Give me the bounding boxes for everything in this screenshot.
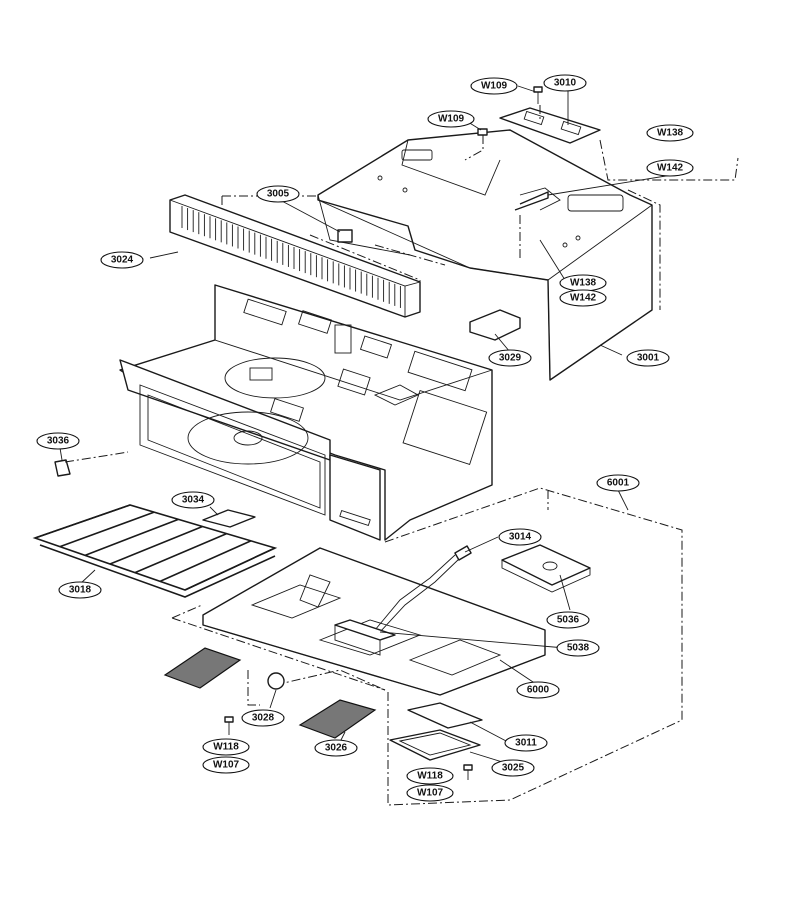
svg-text:6000: 6000 [527, 685, 550, 696]
svg-text:W107: W107 [417, 788, 444, 799]
part-callouts: W109 3010 W109 W138 W142 3005 3024 W138 … [36, 74, 694, 802]
lamp-holder-part [389, 729, 481, 761]
svg-text:3034: 3034 [182, 495, 205, 506]
callout-5036: 5036 [546, 611, 590, 629]
heat-shield-part [501, 544, 591, 593]
top-bracket-part [499, 107, 601, 144]
lamp-part [267, 672, 285, 690]
svg-text:3029: 3029 [499, 353, 522, 364]
latch-part [54, 451, 129, 477]
oven-rack-part [32, 504, 278, 598]
callout-w142-side: W142 [559, 289, 607, 307]
callout-3029: 3029 [488, 349, 532, 367]
callout-5038: 5038 [556, 639, 600, 657]
assembly-line-cabinet [627, 189, 661, 310]
svg-text:W107: W107 [213, 760, 240, 771]
callout-3024: 3024 [100, 251, 144, 269]
callout-3034: 3034 [171, 491, 215, 509]
svg-text:3001: 3001 [637, 353, 660, 364]
screw-w109-top [533, 86, 543, 104]
svg-text:5038: 5038 [567, 643, 590, 654]
screw-w109-left [477, 128, 488, 136]
small-bracket-part [469, 309, 521, 341]
callout-w142-top: W142 [646, 159, 694, 177]
assembly-line-top [599, 139, 739, 181]
assembly-line-filters [247, 669, 386, 706]
callout-w109-left: W109 [427, 110, 475, 128]
callout-w107-right: W107 [406, 784, 454, 802]
svg-text:W142: W142 [570, 293, 597, 304]
callout-w109-top: W109 [470, 77, 518, 95]
svg-text:3018: 3018 [69, 585, 92, 596]
svg-text:6001: 6001 [607, 478, 630, 489]
wire-harness-part [374, 545, 472, 633]
light-cover-part [407, 702, 483, 729]
svg-text:3026: 3026 [325, 743, 348, 754]
callout-3014: 3014 [498, 528, 542, 546]
svg-text:3010: 3010 [554, 78, 577, 89]
svg-text:W109: W109 [438, 114, 465, 125]
callout-6001: 6001 [596, 474, 640, 492]
outer-cabinet-part [317, 129, 653, 381]
callout-3025: 3025 [491, 759, 535, 777]
svg-text:3014: 3014 [509, 532, 532, 543]
screw-w118-left [224, 716, 234, 735]
callout-3011: 3011 [504, 734, 548, 752]
oven-cavity-part [119, 284, 493, 541]
screw-w118-right [463, 764, 473, 780]
callout-w118-left: W118 [202, 738, 250, 756]
assembly-line-side [374, 215, 521, 266]
callout-w118-right: W118 [406, 767, 454, 785]
callout-3018: 3018 [58, 581, 102, 599]
cover-plate-part [202, 509, 256, 528]
svg-text:W118: W118 [417, 771, 443, 782]
callout-3001: 3001 [626, 349, 670, 367]
callout-3028: 3028 [241, 709, 285, 727]
callout-3005: 3005 [256, 185, 300, 203]
mount-bracket-part [334, 619, 396, 656]
callout-w138-side: W138 [559, 274, 607, 292]
callout-6000: 6000 [516, 681, 560, 699]
assembly-line-screw [464, 105, 541, 161]
svg-text:5036: 5036 [557, 615, 580, 626]
svg-text:3028: 3028 [252, 713, 275, 724]
svg-text:W118: W118 [213, 742, 239, 753]
svg-text:W138: W138 [657, 128, 684, 139]
leader-lines [59, 85, 673, 766]
callout-3010: 3010 [543, 74, 587, 92]
base-plate-part [202, 547, 546, 696]
callout-w107-left: W107 [202, 756, 250, 774]
svg-text:3036: 3036 [47, 436, 70, 447]
svg-text:3011: 3011 [515, 738, 537, 749]
svg-text:3025: 3025 [502, 763, 525, 774]
callout-w138-top: W138 [646, 124, 694, 142]
switch-part [337, 229, 353, 243]
svg-text:W142: W142 [657, 163, 684, 174]
svg-text:W138: W138 [570, 278, 597, 289]
grease-filter-left [163, 647, 242, 689]
callout-3026: 3026 [314, 739, 358, 757]
callout-3036: 3036 [36, 432, 80, 450]
grease-filter-right [298, 699, 377, 739]
svg-text:W109: W109 [481, 81, 508, 92]
svg-text:3005: 3005 [267, 189, 290, 200]
vent-grille-part [169, 194, 421, 318]
svg-text:3024: 3024 [111, 255, 134, 266]
